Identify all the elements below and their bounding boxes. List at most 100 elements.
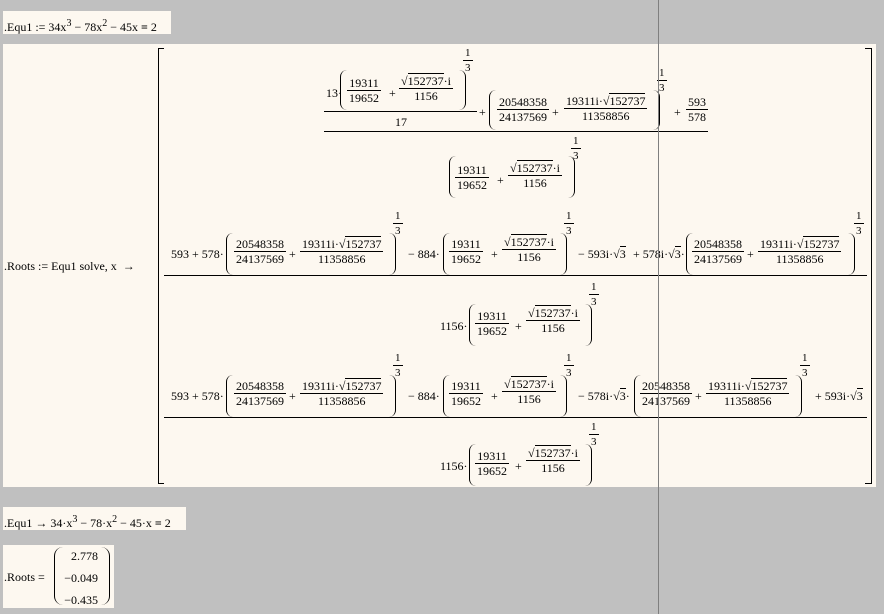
equ1-evaluation-text: .Equ1 → 34·x3 − 78·x2 − 45·x = 2	[4, 514, 171, 530]
den: 3	[591, 436, 597, 448]
paren-left	[469, 304, 476, 346]
den: 19652	[477, 464, 507, 478]
frac-bar	[300, 393, 384, 394]
bold-equals: =	[151, 516, 165, 530]
num: 1	[591, 281, 597, 293]
den-17: 17	[395, 115, 407, 129]
num: 19311	[477, 449, 507, 463]
paren-right	[459, 70, 466, 110]
i-dot: ·i	[546, 377, 554, 391]
num: 19311i·√152737	[564, 93, 647, 108]
num: 19311	[457, 163, 487, 177]
frac-bar	[449, 251, 483, 252]
den: 1156	[517, 250, 541, 264]
equ1-mid: − 78x	[71, 20, 103, 34]
exp-3: 3	[72, 514, 78, 525]
paren-right	[653, 90, 660, 130]
i-dot: ·i	[546, 235, 554, 249]
paren-left	[489, 90, 496, 130]
plus: +	[289, 389, 296, 403]
num: 19311i·√152737	[758, 236, 841, 251]
den: 24137569	[499, 110, 547, 124]
num: 1	[591, 421, 597, 433]
sqrt-icon: √	[338, 237, 346, 251]
term-593-578: 593 + 578·	[171, 247, 224, 261]
coef-13: 13·	[326, 86, 342, 100]
frac-bar	[234, 251, 286, 252]
num: 20548358	[499, 95, 547, 109]
den: 3	[802, 367, 808, 379]
frac-bar	[564, 365, 574, 366]
plus: +	[479, 105, 486, 119]
term-593i-sqrt3: + 593i·√3	[815, 388, 863, 403]
paren-left	[443, 375, 450, 417]
radicand: 152737	[751, 378, 788, 393]
radicand: 3	[856, 388, 863, 403]
frac-bar	[657, 80, 667, 81]
paren-right	[848, 233, 855, 275]
den: 11358856	[317, 252, 366, 266]
sqrt-icon: √	[613, 247, 620, 261]
num: 20548358	[694, 237, 742, 251]
num: √152737·i	[526, 305, 580, 320]
coef: + 593i·	[815, 389, 851, 403]
den: 1156	[414, 89, 438, 103]
sqrt-icon: √	[528, 306, 535, 320]
plus: +	[552, 105, 559, 119]
equ1-lhs: .Equ1 := 34x	[4, 20, 67, 34]
frac-bar	[800, 365, 810, 366]
roots-vector: 2.778 −0.049 −0.435	[60, 545, 100, 611]
num: 1	[659, 67, 665, 79]
num: 19311i·√152737	[300, 378, 383, 393]
equ1-definition-region[interactable]: .Equ1 := 34x3 − 78x2 − 45x = 2	[3, 11, 171, 34]
frac-bar	[508, 175, 562, 176]
num: 19311	[349, 76, 379, 90]
matrix-left-bracket-top	[158, 48, 164, 49]
den: 3	[573, 150, 579, 162]
roots-solve-text: .Roots := Equ1 solve, x	[4, 259, 117, 273]
equ1-rhs: 2	[150, 20, 157, 34]
frac-bar	[589, 294, 599, 295]
plus: +	[674, 105, 681, 119]
roots-evaluation-region[interactable]: .Roots = 2.778 −0.049 −0.435	[3, 545, 114, 608]
sqrt-icon: √	[504, 377, 511, 391]
frac-bar	[347, 90, 381, 91]
frac-bar	[854, 223, 864, 224]
den: 3	[591, 296, 597, 308]
term-884: − 884·	[408, 389, 440, 403]
den: 3	[566, 367, 572, 379]
equ1-eval-mid: − 78·x	[77, 516, 113, 530]
num: 19311i·√152737	[706, 378, 789, 393]
term-884: − 884·	[408, 247, 440, 261]
plus: +	[389, 86, 396, 100]
plus: +	[695, 389, 702, 403]
coef: 19311i·	[302, 379, 339, 393]
i-dot: ·i	[570, 446, 578, 460]
den: 1156	[517, 392, 541, 406]
matrix-left-bracket	[158, 48, 159, 484]
root-3-main-frac-bar	[164, 417, 867, 418]
equ1-rest: − 45x	[107, 20, 138, 34]
coef: + 578i·	[633, 247, 669, 261]
vector-left-paren	[54, 547, 63, 605]
sqrt-icon: √	[528, 446, 535, 460]
equ1-evaluation-region[interactable]: .Equ1 → 34·x3 − 78·x2 − 45·x = 2	[3, 507, 186, 530]
num: 1	[395, 210, 401, 222]
paren-right	[795, 375, 802, 417]
